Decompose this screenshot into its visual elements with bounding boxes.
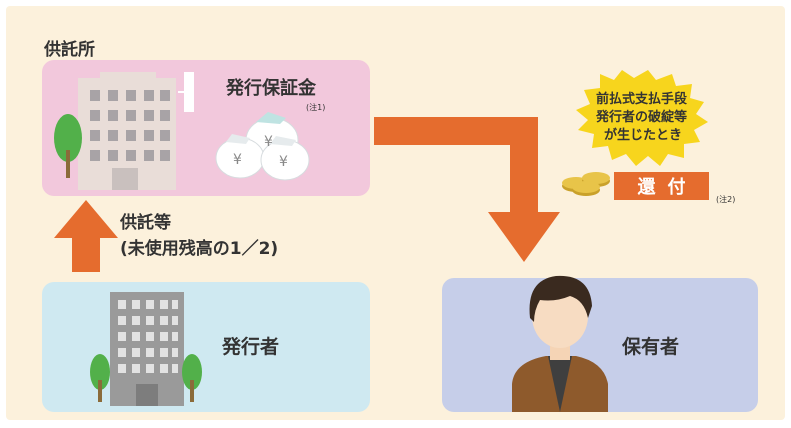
refund-note: (注2) — [716, 195, 736, 204]
office-building-icon — [110, 292, 184, 406]
deposit-label: 供託等 — [120, 213, 171, 233]
refund-arrow — [374, 117, 560, 262]
condition-burst — [576, 70, 708, 166]
depository-title: 供託所 — [44, 40, 95, 60]
guarantee-note: (注1) — [306, 103, 326, 112]
refund-badge: 還付 — [614, 172, 709, 200]
deposit-sublabel: (未使用残高の1／2) — [120, 239, 279, 259]
tree-icon — [54, 114, 82, 178]
tree-icon — [90, 354, 110, 402]
tree-icon — [182, 354, 202, 402]
yen-money-bags-icon: ¥ ¥ ¥ — [215, 112, 310, 181]
deposit-arrow — [54, 200, 118, 272]
gold-coins-icon — [562, 172, 610, 196]
svg-text:¥: ¥ — [264, 134, 273, 150]
issuer-label: 発行者 — [222, 336, 280, 358]
office-building-icon — [78, 72, 194, 190]
svg-text:¥: ¥ — [233, 152, 242, 168]
burst-line-3: が生じたとき — [604, 128, 683, 143]
guarantee-label: 発行保証金 — [226, 78, 316, 99]
issuer-box — [42, 282, 370, 412]
burst-line-2: 発行者の破綻等 — [596, 110, 688, 125]
svg-text:¥: ¥ — [279, 154, 288, 170]
holder-label: 保有者 — [622, 336, 680, 358]
person-icon — [512, 275, 608, 412]
burst-line-1: 前払式支払手段 — [596, 92, 688, 107]
